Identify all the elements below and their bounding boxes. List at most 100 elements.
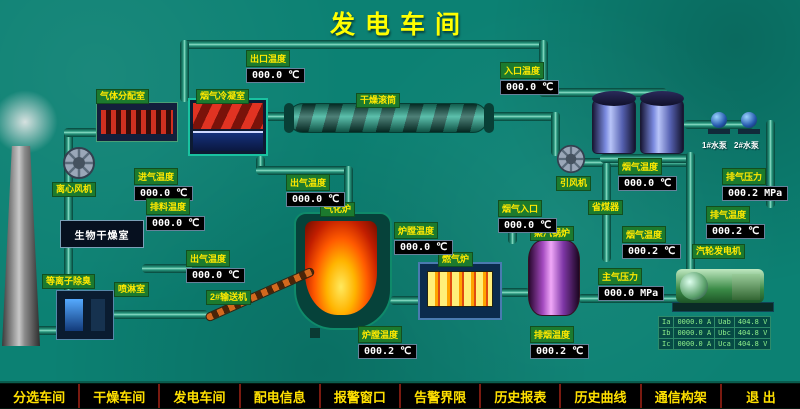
sensor-value: 000.0 MPa [598, 286, 665, 301]
pump-base [738, 129, 760, 134]
sensor-value: 000.0 ℃ [394, 240, 454, 255]
param-name: Ia [657, 316, 675, 328]
pipe-condenser-drum [262, 112, 294, 121]
generator-readings-table: Ia 0000.0 A Uab 404.8 V Ib 0000.0 A Ubc … [657, 316, 772, 350]
sensor-value: 000.0 ℃ [146, 216, 206, 231]
param-value: 0000.0 A [673, 316, 716, 328]
sensor-label: 出气温度 [186, 250, 231, 267]
sensor-label: 炉膛温度 [358, 326, 403, 343]
gasifier-vessel [294, 202, 392, 338]
turbine-generator [672, 256, 782, 312]
pipe-condenser-down [256, 156, 265, 174]
menu-history-curve[interactable]: 历史曲线 [559, 384, 640, 408]
menu-sorting-workshop[interactable]: 分选车间 [0, 384, 79, 408]
sensor-label: 炉膛温度 [394, 222, 439, 239]
sensor-label: 烟气入口 [498, 200, 543, 217]
pump-base [708, 129, 730, 134]
sensor-value: 000.2 ℃ [622, 244, 682, 259]
flue-gas-condenser [188, 98, 268, 156]
sensor-gas-furnace-temp: 炉膛温度 000.2 ℃ [358, 326, 418, 359]
sensor-boiler-flue-temp: 烟气温度 000.2 ℃ [622, 226, 682, 259]
sensor-value: 000.0 ℃ [500, 80, 560, 95]
table-row: Ic 0000.0 A Uca 404.8 V [657, 338, 772, 350]
menu-exit[interactable]: 退 出 [719, 384, 800, 408]
sensor-label: 排气温度 [706, 206, 751, 223]
sensor-flue-inlet-temp: 烟气入口 000.0 ℃ [498, 200, 558, 233]
sensor-value: 000.2 ℃ [530, 344, 590, 359]
sensor-discharge-temp: 排料温度 000.0 ℃ [146, 198, 206, 231]
pipe-chimney-link [28, 326, 70, 335]
gas-distribution-chamber [96, 102, 178, 142]
pipe-top-main [180, 40, 548, 49]
condenser-heating-elements [193, 103, 263, 129]
pipe-to-ind-fan [551, 112, 560, 156]
param-name: Uab [714, 316, 735, 328]
menu-distribution-info[interactable]: 配电信息 [238, 384, 319, 408]
pipe-gasdist-link [64, 128, 98, 137]
menu-history-report[interactable]: 历史报表 [479, 384, 560, 408]
spray-window [65, 299, 83, 331]
sensor-label: 进气温度 [134, 168, 179, 185]
label-centrifugal-fan: 离心风机 [52, 182, 97, 197]
sensor-outlet-temp: 出口温度 000.0 ℃ [246, 50, 306, 83]
label-gas-distribution: 气体分配室 [96, 89, 150, 104]
pipe-drum-out [486, 112, 556, 121]
sensor-label: 排气压力 [722, 168, 767, 185]
label-economizer: 省煤器 [588, 200, 624, 215]
sensor-value: 000.2 ℃ [358, 344, 418, 359]
chimney-smoke [0, 90, 58, 154]
sensor-value: 000.0 ℃ [618, 176, 678, 191]
menu-alarm-window[interactable]: 报警窗口 [318, 384, 400, 408]
drum-cap-right [484, 103, 494, 133]
menu-alarm-limits[interactable]: 告警界限 [399, 384, 480, 408]
menu-comm-structure[interactable]: 通信构架 [639, 384, 720, 408]
turbine-rotor [680, 272, 708, 300]
param-name: Ib [657, 327, 675, 339]
sensor-main-steam-pressure: 主气压力 000.0 MPa [598, 268, 665, 301]
sensor-outgas-temp-mid: 出气温度 000.0 ℃ [286, 174, 346, 207]
pipe-gasifier-top-run [256, 166, 350, 175]
sensor-label: 排料温度 [146, 198, 191, 215]
sensor-label: 排烟温度 [530, 326, 575, 343]
label-conveyor: 2#输送机 [206, 290, 252, 305]
pipe-bio-out [142, 264, 192, 273]
sensor-value: 000.0 ℃ [186, 268, 246, 283]
label-pump1: 1#水泵 [702, 141, 727, 150]
pipe-exhaust-drop [766, 120, 775, 208]
pump-body [741, 112, 757, 128]
label-gas-furnace: 燃气炉 [438, 252, 474, 267]
sensor-label: 烟气温度 [618, 158, 663, 175]
pipe-left-lower [64, 246, 73, 332]
pipe-spray-out [112, 310, 208, 319]
label-condenser: 烟气冷凝室 [196, 89, 250, 104]
pipe-condenser-riser [180, 40, 189, 102]
spray-chamber [56, 290, 114, 340]
menu-power-workshop[interactable]: 发电车间 [158, 384, 239, 408]
menu-drying-workshop[interactable]: 干燥车间 [78, 384, 159, 408]
water-tank-1 [592, 91, 636, 154]
label-turbine: 汽轮发电机 [692, 244, 746, 259]
steam-boiler-vessel [528, 240, 580, 316]
sensor-label: 出口温度 [246, 50, 291, 67]
bottom-menu-bar: 分选车间 干燥车间 发电车间 配电信息 报警窗口 告警界限 历史报表 历史曲线 … [0, 381, 800, 409]
sensor-label: 烟气温度 [622, 226, 667, 243]
sensor-furnace-temp: 炉膛温度 000.0 ℃ [394, 222, 454, 255]
pipe-furnace-boiler [500, 288, 530, 297]
pump-body [711, 112, 727, 128]
param-value: 404.8 V [733, 316, 772, 328]
pipe-right-main [686, 152, 695, 302]
sensor-exhaust-pressure: 排气压力 000.2 MPa [722, 168, 789, 201]
turbine-base [672, 302, 774, 312]
param-name: Ic [657, 338, 675, 350]
gas-furnace-flame-window [427, 271, 493, 307]
water-tank-2 [640, 91, 684, 154]
sensor-label: 入口温度 [500, 62, 545, 79]
sensor-value: 000.2 MPa [722, 186, 789, 201]
pipe-left-upper [64, 128, 73, 224]
sensor-economizer-flue-temp: 烟气温度 000.0 ℃ [618, 158, 678, 191]
label-spray: 喷淋室 [114, 282, 150, 297]
pipe-gasifier-furnace [390, 296, 422, 305]
sensor-inlet-temp: 入口温度 000.0 ℃ [500, 62, 560, 95]
param-name: Ubc [714, 327, 735, 339]
